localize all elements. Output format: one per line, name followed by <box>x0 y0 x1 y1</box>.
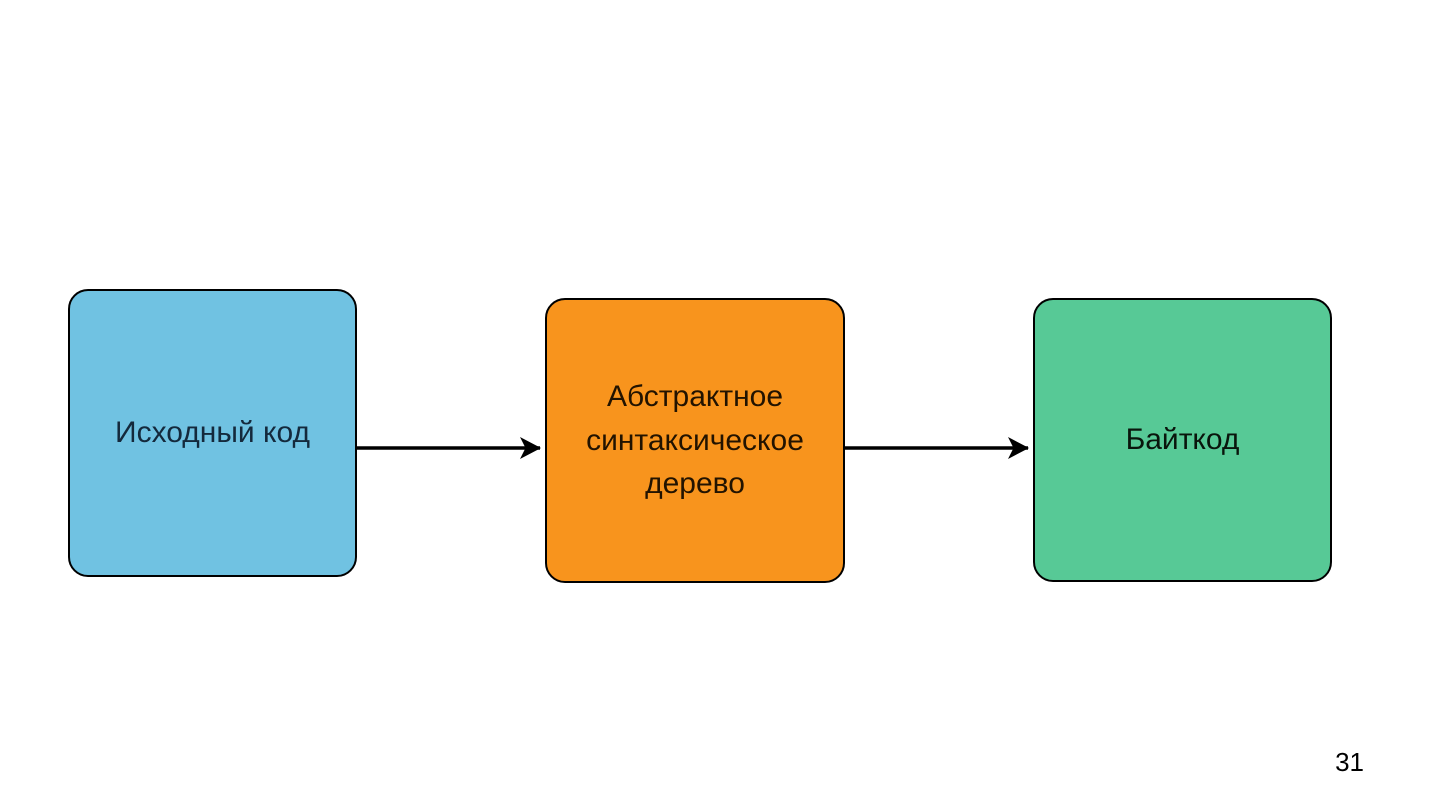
node-abstract-syntax-tree-label: Абстрактное синтаксическое дерево <box>586 380 804 501</box>
node-abstract-syntax-tree: Абстрактное синтаксическое дерево <box>545 298 845 583</box>
node-bytecode-label: Байткод <box>1125 423 1240 457</box>
page-number: 31 <box>1335 747 1364 777</box>
node-source-code: Исходный код <box>68 289 357 577</box>
node-bytecode: Байткод <box>1033 298 1332 582</box>
node-source-code-label: Исходный код <box>115 416 310 450</box>
